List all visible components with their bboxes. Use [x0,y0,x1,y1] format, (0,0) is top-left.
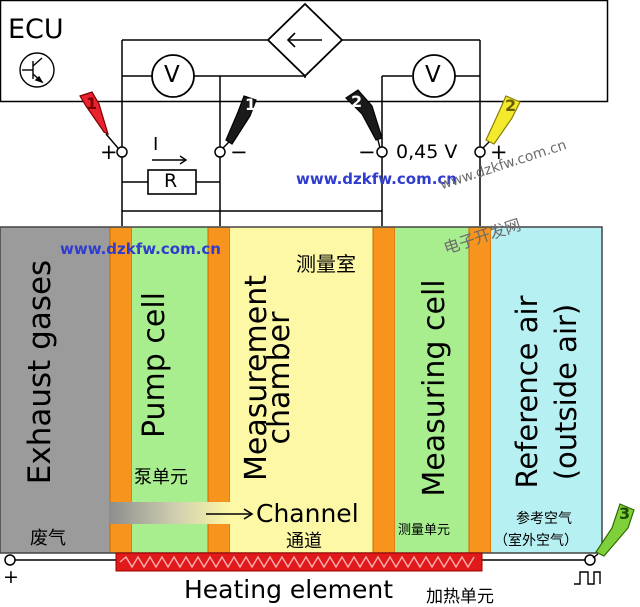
voltage-reading: 0,45 V [396,141,458,163]
terminal-pump-minus [214,146,226,158]
heater-plus-label: + [3,566,19,588]
channel-gap [110,502,230,524]
measuring-cell-layer [395,227,469,553]
resistor-icon [147,169,197,195]
channel-label: Channel [256,499,359,528]
pwm-icon [574,571,601,585]
heating-label: Heating element [184,575,393,604]
voltmeter-left-symbol: V [164,62,180,88]
source-arrow-icon [286,32,322,48]
probe-1-black [222,95,257,149]
measuring-cell-cn-label: 测量单元 [398,523,451,538]
transistor-icon [19,52,55,88]
voltmeter-right-symbol: V [425,62,441,88]
exhaust-cn-label: 废气 [30,528,66,549]
terminal-heater-plus [4,554,16,566]
reference-layer [491,227,602,553]
current-label: I [153,134,159,155]
exhaust-layer [0,227,110,553]
heating-cn-label: 加热单元 [426,587,494,607]
channel-arrow-icon [206,508,254,520]
probe-2-black [345,89,383,149]
probe-2-yellow [482,95,521,149]
meas-plus-label: + [490,140,508,164]
voltmeter-right-icon [412,54,456,98]
exhaust-label: Exhaust gases [22,259,58,485]
probe-1-left-number: 1 [86,94,98,113]
pump-cell-cn-label: 泵单元 [134,467,188,488]
pump-cell-label: Pump cell [137,292,172,439]
pump-cell-layer [132,227,208,553]
terminal-meas-plus [474,146,486,158]
terminals [4,146,596,566]
current-arrow-icon [152,155,188,165]
reference-cn-label-2: （室外空气） [494,533,578,549]
terminal-heater-pwm [584,554,596,566]
meas-minus-label: − [358,140,376,164]
measuring-cell-label: Measuring cell [417,279,452,497]
reference-cn-label-1: 参考空气 [516,511,572,527]
reference-label-line1: Reference air [510,295,544,489]
reference-label-line2: (outside air) [549,303,583,481]
chamber-cn-label: 测量室 [296,252,356,276]
probe-1-right-number: 1 [245,95,257,114]
probe-2-left-number: 2 [351,92,363,111]
pump-plus-label: + [100,140,118,164]
voltmeter-left-icon [151,54,195,98]
probe-1-red [79,91,119,149]
probe-2-right-number: 2 [505,96,517,115]
terminal-pump-plus [116,146,128,158]
terminal-meas-minus [376,146,388,158]
measuring-electrode-inner [372,226,396,554]
probe-3-number: 3 [619,504,631,523]
watermark-url-top: www.dzkfw.com.cn [296,170,457,188]
chamber-label-line2: chamber [262,311,297,445]
probe-3-green [592,503,635,559]
watermark-url-left: www.dzkfw.com.cn [60,240,221,258]
ecu-label: ECU [8,14,64,45]
pump-minus-label: − [230,140,248,164]
measuring-electrode-outer [468,226,492,554]
heater-coil-icon [119,555,475,569]
resistor-label: R [164,170,178,192]
chamber-layer [230,227,373,553]
channel-cn-label: 通道 [286,531,322,552]
